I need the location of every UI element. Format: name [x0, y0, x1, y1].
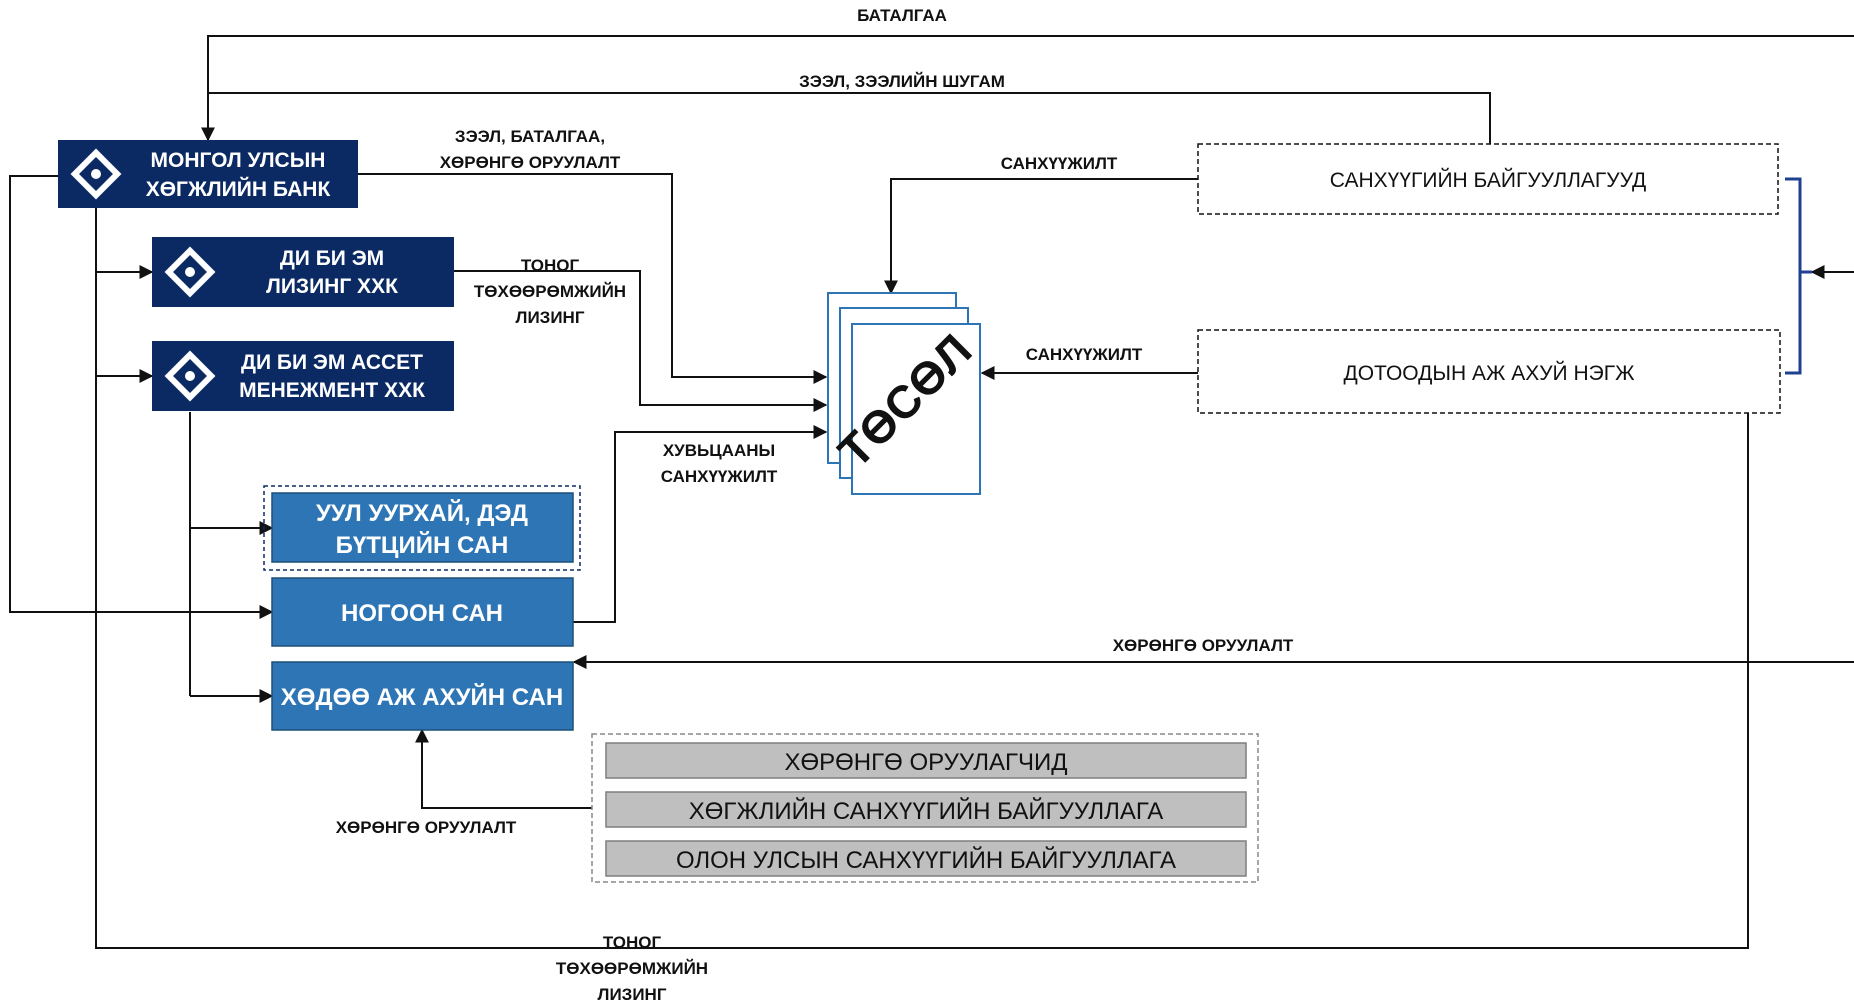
flow-label-leasing-bottom-3: ЛИЗИНГ — [598, 985, 667, 1004]
investor-item[interactable]: ХӨРӨНГӨ ОРУУЛАГЧИД — [605, 742, 1247, 779]
flow-label-lgi-2: ХӨРӨНГӨ ОРУУЛАЛТ — [440, 153, 621, 172]
dbm-leasing-box[interactable]: ДИ БИ ЭМ ЛИЗИНГ ХХК — [152, 237, 454, 307]
green-fund-box[interactable]: НОГООН САН — [271, 577, 574, 647]
mining-fund-line2: БҮТЦИЙН САН — [336, 531, 509, 559]
bank-logo-icon — [70, 148, 122, 200]
flow-label-leasing-mid-3: ЛИЗИНГ — [516, 308, 585, 327]
green-to-project-arrow — [573, 425, 828, 623]
mining-fund-line1: УУЛ УУРХАЙ, ДЭД — [316, 499, 528, 527]
flow-label-leasing-mid-1: ТОНОГ — [521, 256, 580, 275]
dbm-asset-box[interactable]: ДИ БИ ЭМ АССЕТ МЕНЕЖМЕНТ ХХК — [152, 341, 454, 411]
leasing-to-project-arrow — [453, 270, 828, 412]
loan-line-arrow — [208, 92, 1491, 144]
investor-item[interactable]: ХӨГЖЛИЙН САНХҮҮГИЙН БАЙГУУЛЛАГА — [605, 791, 1247, 828]
mongol-bank-line1: МОНГОЛ УЛСЫН — [151, 149, 326, 172]
flow-label-financing-top: САНХҮҮЖИЛТ — [1001, 154, 1118, 173]
investor-item[interactable]: ОЛОН УЛСЫН САНХҮҮГИЙН БАЙГУУЛЛАГА — [605, 840, 1247, 877]
flow-label-mixed-1: ХУВЬЦААНЫ — [663, 441, 775, 460]
agri-fund-box[interactable]: ХӨДӨӨ АЖ АХУЙН САН — [271, 661, 574, 731]
flow-label-leasing-mid-2: ТӨХӨӨРӨМЖИЙН — [474, 282, 626, 301]
domestic-units-label: ДОТООДЫН АЖ АХУЙ НЭГЖ — [1344, 361, 1636, 385]
investor-label-1: ХӨГЖЛИЙН САНХҮҮГИЙН БАЙГУУЛЛАГА — [689, 797, 1164, 825]
investor-label-0: ХӨРӨНГӨ ОРУУЛАГЧИД — [784, 749, 1067, 776]
flow-label-loan-line: ЗЭЭЛ, ЗЭЭЛИЙН ШУГАМ — [799, 72, 1005, 91]
flow-label-financing-mid: САНХҮҮЖИЛТ — [1026, 345, 1143, 364]
mongol-bank-box[interactable]: МОНГОЛ УЛСЫН ХӨГЖЛИЙН БАНК — [58, 140, 358, 208]
financial-orgs-label: САНХҮҮГИЙН БАЙГУУЛЛАГУУД — [1330, 168, 1646, 192]
flow-label-lgi-1: ЗЭЭЛ, БАТАЛГАА, — [455, 127, 605, 146]
bank-to-green-arrow — [9, 175, 274, 619]
mining-fund-box[interactable]: УУЛ УУРХАЙ, ДЭД БҮТЦИЙН САН — [263, 485, 581, 571]
investor-label-2: ОЛОН УЛСЫН САНХҮҮГИЙН БАЙГУУЛЛАГА — [676, 846, 1176, 874]
bank-trunk-line — [95, 208, 1749, 949]
flow-label-investment-bottom: ХӨРӨНГӨ ОРУУЛАЛТ — [336, 818, 517, 837]
finorgs-to-project-arrow — [884, 178, 1198, 295]
flow-label-leasing-bottom-1: ТОНОГ — [603, 933, 662, 952]
flow-label-leasing-bottom-2: ТӨХӨӨРӨМЖИЙН — [556, 959, 708, 978]
agri-fund-label: ХӨДӨӨ АЖ АХУЙН САН — [281, 683, 563, 711]
right-bracket — [1785, 177, 1812, 375]
dbm-leasing-line1: ДИ БИ ЭМ — [280, 247, 384, 270]
dbm-asset-line2: МЕНЕЖМЕНТ ХХК — [239, 379, 425, 402]
bank-to-project-arrow — [358, 173, 828, 384]
flow-label-mixed-2: САНХҮҮЖИЛТ — [661, 467, 778, 486]
flow-label-investment-right: ХӨРӨНГӨ ОРУУЛАЛТ — [1113, 636, 1294, 655]
guarantee-arrow — [201, 35, 1854, 142]
investors-to-agri-arrow — [415, 728, 592, 809]
mongol-bank-line2: ХӨГЖЛИЙН БАНК — [146, 177, 331, 201]
investors-group: ХӨРӨНГӨ ОРУУЛАГЧИД ХӨГЖЛИЙН САНХҮҮГИЙН Б… — [591, 733, 1259, 883]
flow-label-guarantee: БАТАЛГАА — [857, 6, 947, 25]
project-stack: ТӨСӨЛ — [827, 292, 981, 495]
domestic-units-box[interactable]: ДОТООДЫН АЖ АХУЙ НЭГЖ — [1197, 329, 1781, 414]
dbm-asset-line1: ДИ БИ ЭМ АССЕТ — [241, 351, 423, 374]
dbm-leasing-line2: ЛИЗИНГ ХХК — [266, 275, 398, 298]
green-fund-label: НОГООН САН — [341, 600, 503, 627]
financial-orgs-box[interactable]: САНХҮҮГИЙН БАЙГУУЛЛАГУУД — [1197, 143, 1779, 215]
